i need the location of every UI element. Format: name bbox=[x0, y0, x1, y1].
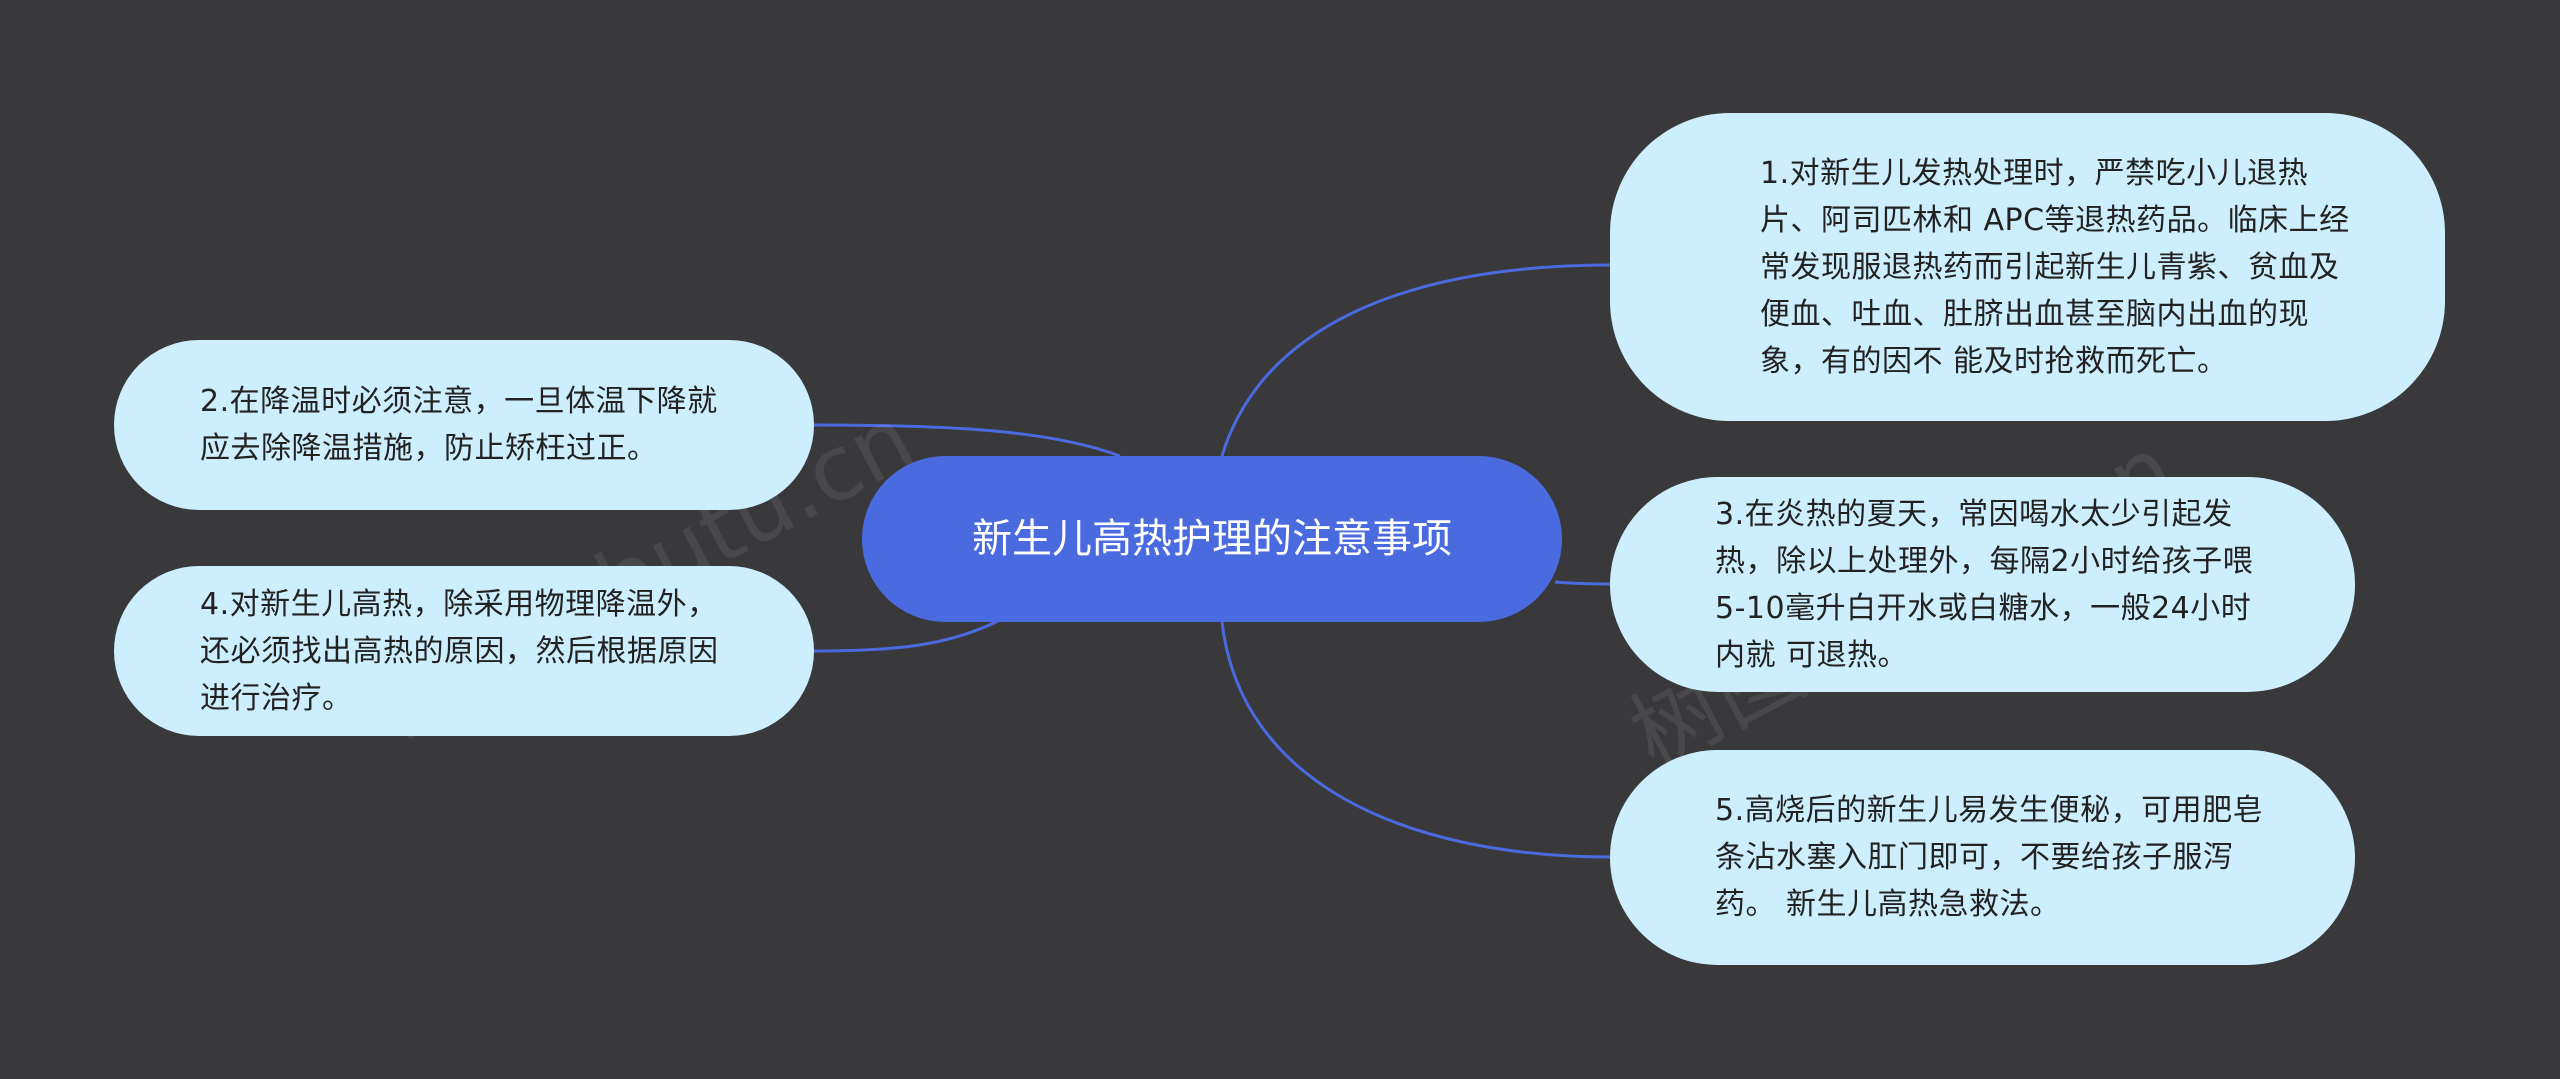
connector-branch-1 bbox=[1220, 263, 1613, 457]
connector-branch-5 bbox=[1220, 621, 1613, 859]
branch-node-2[interactable]: 2.在降温时必须注意，一旦体温下降就应去除降温措施，防止矫枉过正。 bbox=[114, 340, 814, 510]
branch-node-3[interactable]: 3.在炎热的夏天，常因喝水太少引起发热，除以上处理外，每隔2小时给孩子喂5-10… bbox=[1610, 477, 2355, 692]
branch-node-1[interactable]: 1.对新生儿发热处理时，严禁吃小儿退热片、阿司匹林和 APC等退热药品。临床上经… bbox=[1610, 113, 2445, 421]
branch-label: 5.高烧后的新生儿易发生便秘，可用肥皂条沾水塞入肛门即可，不要给孩子服泻药。 新… bbox=[1715, 793, 2264, 922]
connector-branch-4 bbox=[811, 618, 1001, 653]
root-topic-label: 新生儿高热护理的注意事项 bbox=[972, 516, 1452, 562]
branch-label: 1.对新生儿发热处理时，严禁吃小儿退热片、阿司匹林和 APC等退热药品。临床上经… bbox=[1760, 155, 2350, 379]
branch-node-4[interactable]: 4.对新生儿高热，除采用物理降温外，还必须找出高热的原因，然后根据原因进行治疗。 bbox=[114, 566, 814, 736]
connector-branch-3 bbox=[1554, 580, 1613, 586]
branch-label: 2.在降温时必须注意，一旦体温下降就应去除降温措施，防止矫枉过正。 bbox=[200, 384, 718, 466]
connector-branch-2 bbox=[811, 423, 1121, 458]
branch-label: 4.对新生儿高热，除采用物理降温外，还必须找出高热的原因，然后根据原因进行治疗。 bbox=[200, 586, 719, 716]
branch-node-5[interactable]: 5.高烧后的新生儿易发生便秘，可用肥皂条沾水塞入肛门即可，不要给孩子服泻药。 新… bbox=[1610, 750, 2355, 965]
branch-label: 3.在炎热的夏天，常因喝水太少引起发热，除以上处理外，每隔2小时给孩子喂5-10… bbox=[1715, 496, 2254, 673]
root-topic[interactable]: 新生儿高热护理的注意事项 bbox=[862, 456, 1562, 622]
